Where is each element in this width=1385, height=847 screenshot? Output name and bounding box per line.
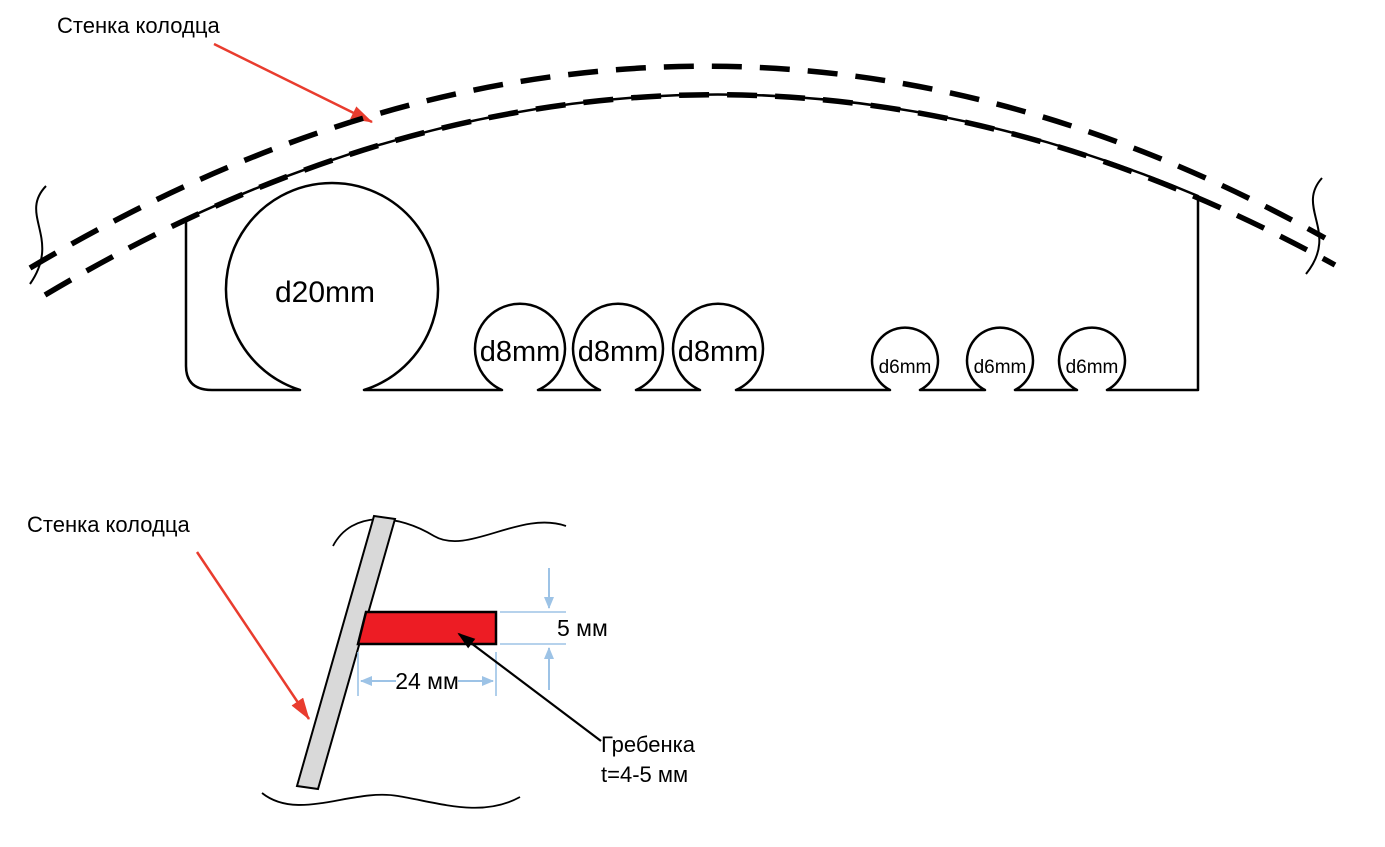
comb-tooth-rect (356, 610, 498, 646)
notch-label-d6-3: d6mm (1066, 357, 1119, 378)
break-squiggle-bottom (261, 792, 521, 809)
wall-pointer-arrow-bottom (195, 551, 311, 720)
notch-label-d6-2: d6mm (974, 357, 1027, 378)
wall-inner-dashed-curve (43, 91, 1337, 298)
comb-pointer-arrow (457, 632, 602, 742)
notch-label-d8-1: d8mm (480, 336, 561, 368)
dim-label-width: 24 мм (395, 668, 459, 694)
wall-section-bar (295, 514, 397, 791)
wall-label-bottom: Стенка колодца (27, 512, 190, 537)
notch-label-d8-2: d8mm (578, 336, 659, 368)
comb-label: Гребенка (601, 732, 696, 757)
wall-outer-dashed-curve (28, 63, 1327, 271)
notch-label-d20: d20mm (275, 276, 375, 309)
thickness-label: t=4-5 мм (601, 762, 688, 787)
dim-label-height: 5 мм (557, 615, 608, 641)
notch-label-d8-3: d8mm (678, 336, 759, 368)
break-squiggle-top (332, 518, 567, 547)
wall-label-top: Стенка колодца (57, 13, 220, 38)
comb-profile-outline (184, 93, 1200, 392)
notch-label-d6-1: d6mm (879, 357, 932, 378)
break-mark-right (1305, 177, 1323, 275)
break-mark-left (29, 185, 47, 285)
wall-pointer-arrow-top (213, 42, 373, 124)
